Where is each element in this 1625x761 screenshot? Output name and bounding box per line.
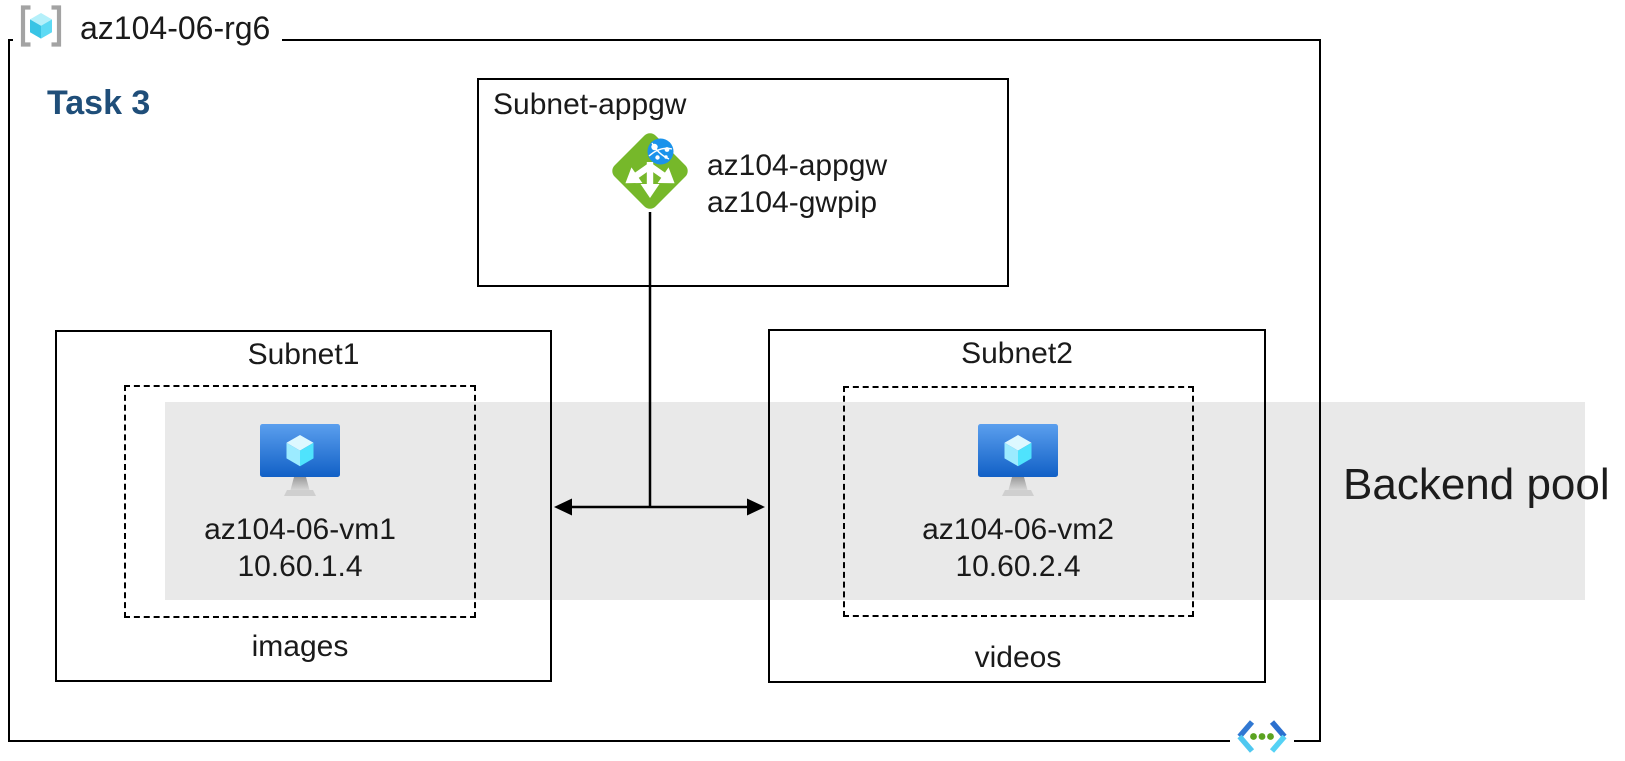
subnet2-title: Subnet2 bbox=[961, 337, 1073, 370]
appgw-subnet-box: Subnet-appgw bbox=[477, 78, 1009, 287]
backend-pool-label: Backend pool bbox=[1343, 460, 1610, 509]
resource-group-box bbox=[8, 39, 1321, 742]
vm2-labels: az104-06-vm2 10.60.2.4 bbox=[868, 511, 1168, 585]
virtual-machine-icon-vm1 bbox=[260, 424, 340, 503]
vm1-name: az104-06-vm1 bbox=[204, 513, 396, 546]
virtual-network-icon bbox=[1230, 713, 1294, 761]
subnet2-caption: videos bbox=[974, 641, 1062, 674]
task-label: Task 3 bbox=[47, 84, 151, 122]
vm2-dashed-box bbox=[843, 386, 1194, 617]
vm1-dashed-box bbox=[124, 385, 476, 618]
subnet2-box: Subnet2 bbox=[768, 329, 1266, 683]
subnet1-title: Subnet1 bbox=[247, 338, 360, 371]
virtual-machine-icon-vm2 bbox=[978, 424, 1058, 503]
appgw-public-ip-name: az104-gwpip bbox=[707, 186, 878, 219]
vm2-name: az104-06-vm2 bbox=[922, 513, 1114, 546]
vm2-ip: 10.60.2.4 bbox=[955, 550, 1081, 583]
vm1-labels: az104-06-vm1 10.60.1.4 bbox=[150, 511, 450, 585]
resource-group-header: az104-06-rg6 bbox=[13, 3, 283, 53]
subnet1-box: Subnet1 bbox=[55, 330, 552, 682]
vm1-ip: 10.60.1.4 bbox=[237, 550, 363, 583]
appgw-name: az104-appgw bbox=[707, 149, 888, 182]
appgw-subnet-title: Subnet-appgw bbox=[493, 88, 687, 121]
appgw-labels: az104-appgw az104-gwpip bbox=[707, 147, 887, 221]
backend-pool-band bbox=[165, 402, 1585, 600]
resource-group-name: az104-06-rg6 bbox=[80, 9, 271, 46]
resource-group-icon bbox=[18, 4, 64, 52]
subnet1-caption: images bbox=[251, 630, 349, 663]
application-gateway-icon bbox=[607, 128, 693, 219]
